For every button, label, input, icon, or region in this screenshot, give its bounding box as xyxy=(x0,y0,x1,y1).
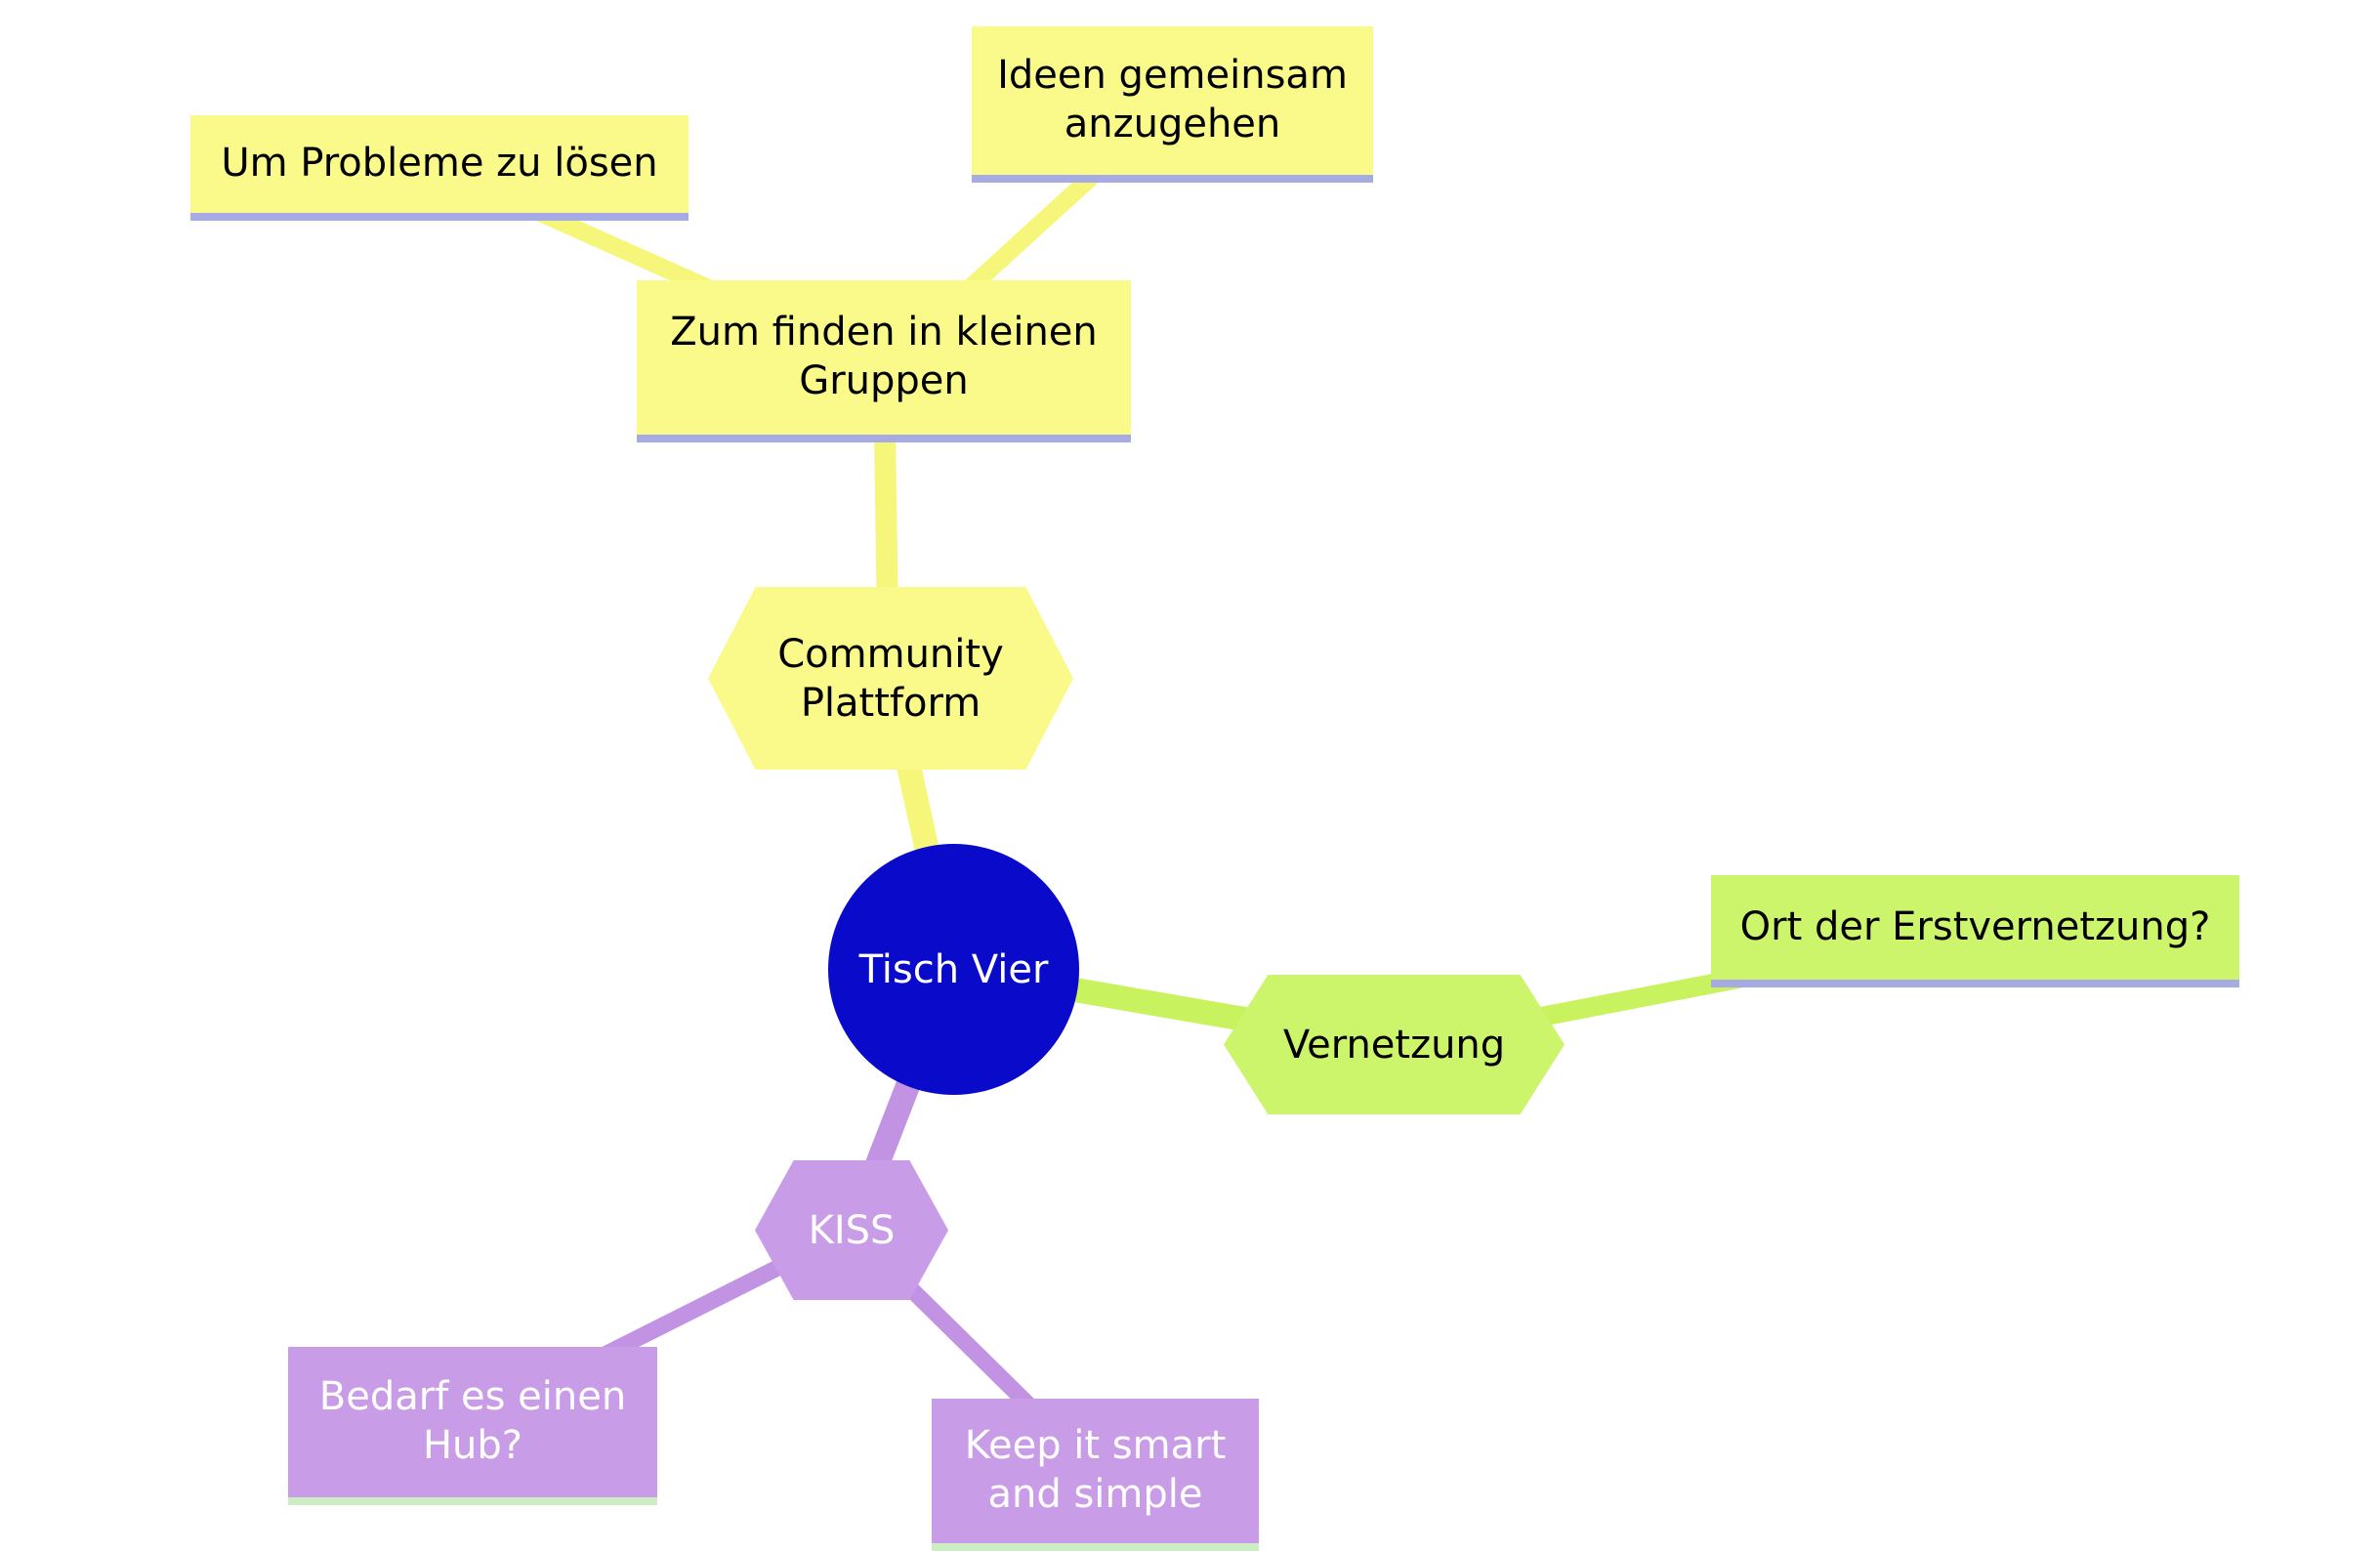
node-vernetzung-label: Vernetzung xyxy=(1282,1022,1506,1068)
node-root-tisch-vier[interactable]: Tisch Vier xyxy=(828,844,1079,1095)
node-keep-smart[interactable]: Keep it smart and simple xyxy=(932,1399,1259,1551)
node-zum-finden[interactable]: Zum finden in kleinen Gruppen xyxy=(637,280,1131,442)
node-vernetzung[interactable]: Vernetzung xyxy=(1224,975,1565,1114)
node-ideen-gemeinsam-label: Ideen gemeinsam anzugehen xyxy=(997,53,1348,147)
node-kiss[interactable]: KISS xyxy=(755,1160,948,1300)
node-root-tisch-vier-label: Tisch Vier xyxy=(858,946,1049,992)
node-um-probleme[interactable]: Um Probleme zu lösen xyxy=(190,115,689,221)
node-um-probleme-label: Um Probleme zu lösen xyxy=(221,141,658,186)
node-community-plattform-label: Community Plattform xyxy=(777,631,1004,726)
node-bedarf-hub[interactable]: Bedarf es einen Hub? xyxy=(288,1347,657,1505)
node-keep-smart-label: Keep it smart and simple xyxy=(964,1423,1227,1517)
node-ort-erstvernetzung-label: Ort der Erstvernetzung? xyxy=(1739,903,2211,949)
node-ort-erstvernetzung[interactable]: Ort der Erstvernetzung? xyxy=(1711,875,2239,987)
node-community-plattform[interactable]: Community Plattform xyxy=(708,587,1073,770)
node-zum-finden-label: Zum finden in kleinen Gruppen xyxy=(670,310,1098,403)
node-bedarf-hub-label: Bedarf es einen Hub? xyxy=(318,1374,627,1468)
node-ideen-gemeinsam[interactable]: Ideen gemeinsam anzugehen xyxy=(972,26,1373,183)
node-kiss-label: KISS xyxy=(808,1207,896,1253)
